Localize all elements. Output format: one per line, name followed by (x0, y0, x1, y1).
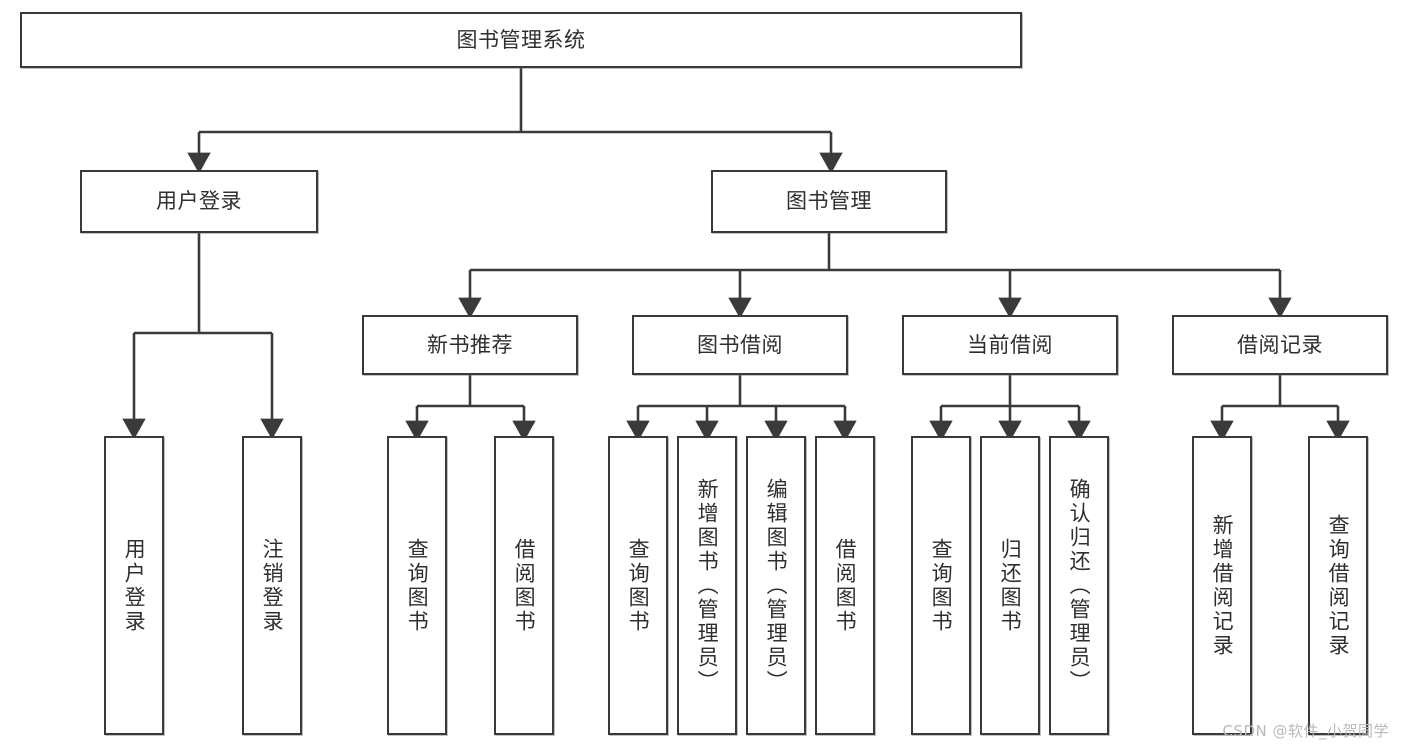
leaf-user-login[interactable]: 用户登录 (104, 436, 164, 735)
leaf-query-book-current[interactable]: 查询图书 (911, 436, 971, 735)
node-label: 查询图书 (405, 537, 430, 634)
leaf-confirm-return[interactable]: 确认归还（管理员） (1049, 436, 1109, 735)
leaf-query-book-borrow[interactable]: 查询图书 (608, 436, 668, 735)
node-label: 用户登录 (122, 537, 147, 634)
leaf-query-borrow-record[interactable]: 查询借阅记录 (1308, 436, 1368, 735)
node-label: 归还图书 (998, 537, 1023, 634)
node-label: 当前借阅 (967, 332, 1053, 357)
node-book-manage[interactable]: 图书管理 (711, 170, 947, 233)
node-label: 借阅图书 (512, 537, 537, 634)
leaf-edit-book[interactable]: 编辑图书（管理员） (746, 436, 806, 735)
leaf-borrow-book-recommend[interactable]: 借阅图书 (494, 436, 554, 735)
node-label: 编辑图书（管理员） (764, 477, 789, 694)
leaf-return-book[interactable]: 归还图书 (980, 436, 1040, 735)
node-label: 查询图书 (626, 537, 651, 634)
leaf-query-book-recommend[interactable]: 查询图书 (387, 436, 447, 735)
node-label: 图书管理 (786, 189, 872, 214)
node-label: 查询借阅记录 (1326, 513, 1351, 658)
node-label: 确认归还（管理员） (1067, 477, 1092, 694)
node-new-book-recommend[interactable]: 新书推荐 (362, 315, 578, 375)
node-borrow-record[interactable]: 借阅记录 (1172, 315, 1388, 375)
node-label: 借阅图书 (833, 537, 858, 634)
leaf-logout-login[interactable]: 注销登录 (242, 436, 302, 735)
node-label: 图书借阅 (697, 332, 783, 357)
node-user-login[interactable]: 用户登录 (80, 170, 318, 233)
node-label: 注销登录 (260, 537, 285, 634)
node-label: 新增借阅记录 (1210, 513, 1235, 658)
node-current-borrow[interactable]: 当前借阅 (902, 315, 1118, 375)
leaf-borrow-book[interactable]: 借阅图书 (815, 436, 875, 735)
node-book-borrow[interactable]: 图书借阅 (632, 315, 848, 375)
node-book-management-system[interactable]: 图书管理系统 (20, 12, 1022, 68)
node-label: 用户登录 (156, 189, 242, 214)
watermark: CSDN @软件_小贺同学 (1222, 722, 1389, 740)
node-label: 借阅记录 (1237, 332, 1323, 357)
node-label: 查询图书 (929, 537, 954, 634)
node-label: 图书管理系统 (456, 27, 586, 52)
node-label: 新书推荐 (427, 332, 513, 357)
node-label: 新增图书（管理员） (695, 477, 720, 694)
leaf-add-borrow-record[interactable]: 新增借阅记录 (1192, 436, 1252, 735)
leaf-add-book[interactable]: 新增图书（管理员） (677, 436, 737, 735)
